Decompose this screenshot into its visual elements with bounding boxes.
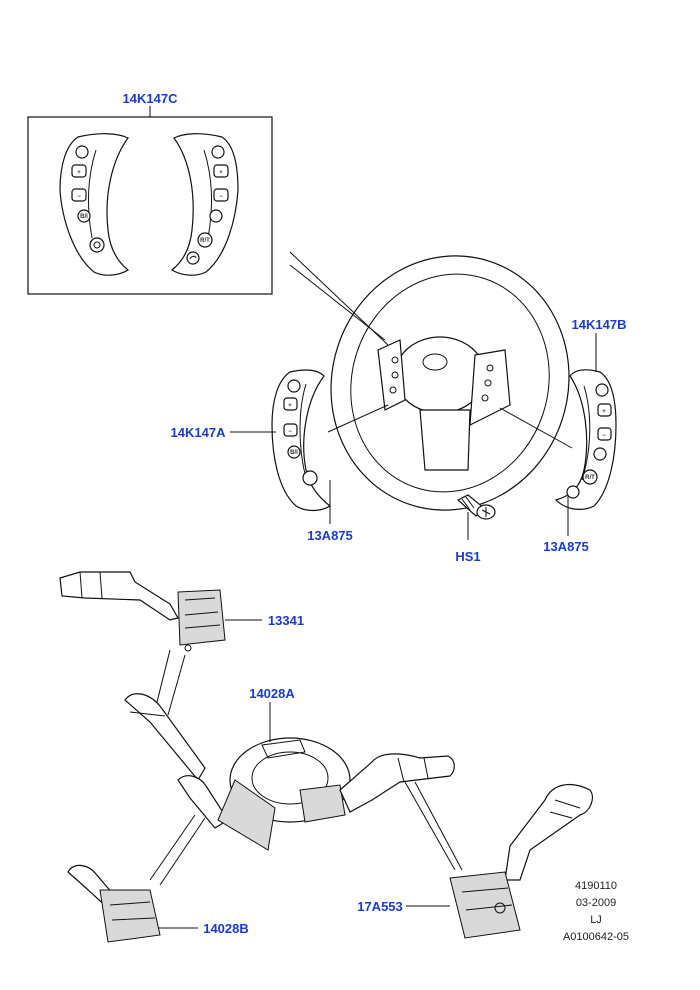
volume-up-button[interactable]: [71, 164, 87, 178]
left-switch-pad-inset: + − B/I: [59, 133, 130, 276]
inset-box-14k147c: + − B/I + − R/T: [27, 106, 273, 295]
seek-forward-icon-b[interactable]: [593, 447, 607, 461]
plus-button-a[interactable]: [283, 397, 298, 411]
seek-back-icon[interactable]: [211, 145, 225, 159]
left-switch-14k147a: + − B/I: [271, 369, 332, 512]
voice-icon-a[interactable]: [287, 379, 301, 393]
switch-13341: [59, 571, 226, 652]
clockspring-14028a: [124, 693, 455, 851]
plus-button-b[interactable]: [597, 403, 612, 417]
volume-down-button[interactable]: [71, 188, 87, 202]
plus-label: +: [77, 170, 81, 176]
seek-back-icon-b[interactable]: [595, 383, 609, 397]
screw-hs1: [456, 494, 496, 520]
badge: [422, 353, 448, 371]
reference-initials: LJ: [590, 914, 602, 926]
seek-forward-icon[interactable]: [209, 209, 223, 223]
right-switch-14k147b: + − R/T: [554, 369, 617, 510]
bi-button-a[interactable]: [287, 445, 301, 459]
reference-date: 03-2009: [576, 897, 616, 909]
volume-up-button-right[interactable]: [213, 164, 229, 178]
callout-14k147c[interactable]: 14K147C: [123, 91, 179, 106]
callout-14028b[interactable]: 14028B: [203, 921, 249, 936]
minus-label-b: −: [602, 433, 606, 439]
volume-down-button-right[interactable]: [213, 188, 229, 202]
right-switch-pad-inset: + − R/T: [170, 133, 239, 276]
bi-button[interactable]: [77, 209, 91, 223]
minus-button-b[interactable]: [597, 427, 612, 441]
steering-wheel: [330, 255, 570, 511]
plus-label-b: +: [602, 409, 606, 415]
reference-block: 4190110 03-2009 LJ A0100642-05: [563, 880, 629, 943]
callout-14k147b[interactable]: 14K147B: [572, 317, 627, 332]
plus-label-right: +: [219, 170, 223, 176]
callout-17a553[interactable]: 17A553: [357, 899, 403, 914]
callout-13a875-right[interactable]: 13A875: [543, 539, 589, 554]
minus-label: −: [77, 194, 81, 200]
reference-code: A0100642-05: [563, 931, 629, 943]
rt-label: R/T: [200, 238, 210, 244]
rt-button[interactable]: [197, 232, 213, 248]
rt-button-b[interactable]: [582, 469, 598, 485]
switch-14028b: [67, 864, 161, 943]
callout-13341[interactable]: 13341: [268, 613, 304, 628]
phone-icon-b[interactable]: [566, 485, 580, 499]
bi-label-a: B/I: [290, 450, 298, 456]
plus-label-a: +: [288, 403, 292, 409]
callout-13a875-left[interactable]: 13A875: [307, 528, 353, 543]
callout-14k147a[interactable]: 14K147A: [171, 425, 227, 440]
voice-icon[interactable]: [75, 145, 89, 159]
switch-17a553: [449, 783, 593, 939]
source-button[interactable]: [89, 237, 105, 253]
source-button-a[interactable]: [302, 470, 318, 486]
reference-number: 4190110: [575, 880, 617, 892]
minus-button-a[interactable]: [283, 423, 298, 437]
callout-14028a[interactable]: 14028A: [249, 686, 295, 701]
phone-icon[interactable]: [186, 251, 200, 265]
callout-hs1[interactable]: HS1: [455, 549, 480, 564]
rt-label-b: R/T: [585, 475, 595, 481]
minus-label-a: −: [288, 429, 292, 435]
bi-label: B/I: [80, 214, 88, 220]
minus-label-right: −: [219, 194, 223, 200]
